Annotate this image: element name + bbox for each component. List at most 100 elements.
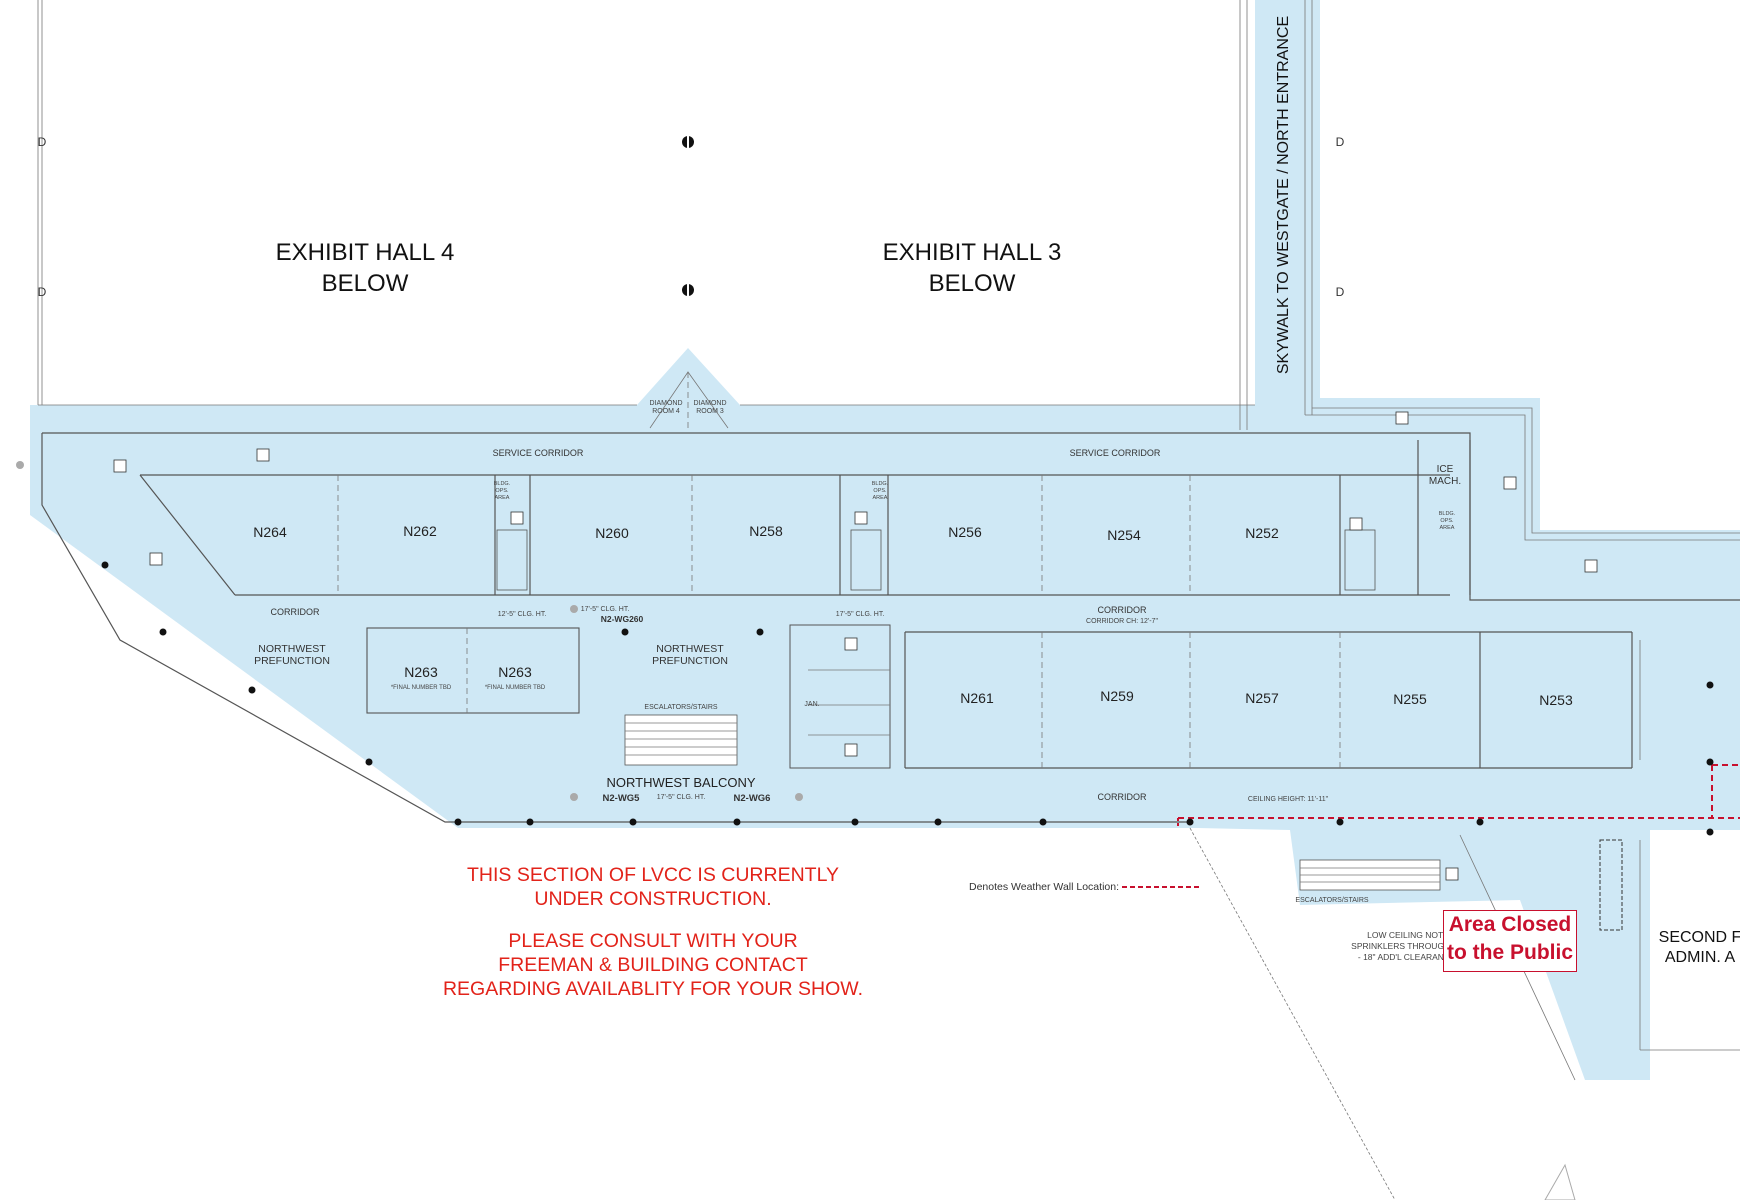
room-n262: N262 xyxy=(403,523,437,539)
svg-text:ICE: ICE xyxy=(1437,464,1454,475)
svg-text:DIAMOND: DIAMOND xyxy=(693,400,726,407)
svg-text:EXHIBIT HALL 4: EXHIBIT HALL 4 xyxy=(276,239,455,266)
ice-machine-label: ICE MACH. xyxy=(1429,464,1461,487)
svg-text:BLDG.: BLDG. xyxy=(872,481,889,487)
weather-wall-line xyxy=(1177,764,1740,828)
weather-wall-legend: Denotes Weather Wall Location: xyxy=(969,881,1200,893)
northwest-prefunction-west: NORTHWEST PREFUNCTION xyxy=(254,643,330,667)
clg-height-label-17-west: 17'-5" CLG. HT. xyxy=(581,606,630,613)
svg-text:D: D xyxy=(38,135,47,149)
exhibit-hall-3-label: EXHIBIT HALL 3 BELOW xyxy=(883,239,1062,297)
svg-text:BLDG.: BLDG. xyxy=(494,481,511,487)
room-n261: N261 xyxy=(960,690,994,706)
diamond-room-3-label: DIAMOND ROOM 3 xyxy=(693,400,726,415)
wg260-label: N2-WG260 xyxy=(601,614,644,624)
corridor-label-middle: CORRIDOR xyxy=(1098,605,1147,615)
room-n255: N255 xyxy=(1393,691,1427,707)
svg-text:- 18" ADD'L CLEARANC: - 18" ADD'L CLEARANC xyxy=(1358,952,1450,962)
restroom-icons xyxy=(113,411,1598,881)
svg-text:THIS SECTION OF LVCC IS CURREN: THIS SECTION OF LVCC IS CURRENTLY xyxy=(467,864,839,886)
janitor-label: JAN. xyxy=(804,701,819,708)
balcony-clg-height: 17'-5" CLG. HT. xyxy=(657,794,706,801)
room-n259: N259 xyxy=(1100,688,1134,704)
room-n253: N253 xyxy=(1539,692,1573,708)
svg-text:AREA: AREA xyxy=(1440,525,1455,531)
svg-text:UNDER CONSTRUCTION.: UNDER CONSTRUCTION. xyxy=(534,888,771,910)
column-dots xyxy=(101,561,1714,836)
service-corridor-label-west: SERVICE CORRIDOR xyxy=(493,448,584,458)
room-n260: N260 xyxy=(595,525,629,541)
floor-area xyxy=(30,0,1740,1080)
northwest-prefunction-east: NORTHWEST PREFUNCTION xyxy=(652,643,728,667)
skywalk-label: SKYWALK TO WESTGATE / NORTH ENTRANCE xyxy=(1275,16,1292,374)
escalators-label-east: ESCALATORS/STAIRS xyxy=(1295,897,1368,904)
svg-text:LOW CEILING NOTE: LOW CEILING NOTE xyxy=(1367,930,1449,940)
svg-text:BLDG.: BLDG. xyxy=(1439,511,1456,517)
service-corridor-label-east: SERVICE CORRIDOR xyxy=(1070,448,1161,458)
svg-text:N263: N263 xyxy=(498,664,532,680)
room-n252: N252 xyxy=(1245,525,1279,541)
room-n257: N257 xyxy=(1245,690,1279,706)
svg-text:MACH.: MACH. xyxy=(1429,476,1461,487)
svg-text:SECOND F: SECOND F xyxy=(1659,929,1740,946)
room-n263-east: N263 *FINAL NUMBER TBD xyxy=(485,664,546,691)
wg5-label: N2-WG5 xyxy=(603,793,641,804)
room-n256: N256 xyxy=(948,524,982,540)
svg-text:D: D xyxy=(1336,135,1345,149)
svg-text:AREA: AREA xyxy=(873,495,888,501)
area-closed-line1: Area Closed xyxy=(1448,913,1572,936)
svg-text:ROOM 3: ROOM 3 xyxy=(696,408,724,415)
svg-text:N263: N263 xyxy=(404,664,438,680)
svg-text:REGARDING AVAILABLITY FOR YOUR: REGARDING AVAILABLITY FOR YOUR SHOW. xyxy=(443,978,863,1000)
bldg-ops-label-1: BLDG. OPS. AREA xyxy=(494,481,511,501)
exhibit-hall-4-label: EXHIBIT HALL 4 BELOW xyxy=(276,239,455,297)
escalators-label: ESCALATORS/STAIRS xyxy=(644,704,717,711)
svg-text:DIAMOND: DIAMOND xyxy=(649,400,682,407)
construction-notice: THIS SECTION OF LVCC IS CURRENTLY UNDER … xyxy=(443,864,863,1000)
clg-height-label-east: 17'-5" CLG. HT. xyxy=(836,611,885,618)
svg-text:BELOW: BELOW xyxy=(322,270,409,297)
clg-height-label-west: 12'-5" CLG. HT. xyxy=(498,611,547,618)
svg-text:FREEMAN & BUILDING CONTACT: FREEMAN & BUILDING CONTACT xyxy=(498,954,808,976)
bldg-ops-label-2: BLDG. OPS. AREA xyxy=(872,481,889,501)
diamond-room-4-label: DIAMOND ROOM 4 xyxy=(649,400,682,415)
svg-text:SPRINKLERS THROUGHO: SPRINKLERS THROUGHO xyxy=(1351,941,1457,951)
svg-text:ADMIN. A: ADMIN. A xyxy=(1665,949,1736,966)
svg-text:PREFUNCTION: PREFUNCTION xyxy=(652,655,728,667)
svg-text:ROOM 4: ROOM 4 xyxy=(652,408,680,415)
svg-text:OPS.: OPS. xyxy=(873,488,887,494)
corridor-label-west: CORRIDOR xyxy=(271,607,320,617)
svg-text:PREFUNCTION: PREFUNCTION xyxy=(254,655,330,667)
svg-text:D: D xyxy=(38,285,47,299)
area-closed-sign: Area Closed to the Public xyxy=(1443,910,1577,972)
svg-text:*FINAL NUMBER TBD: *FINAL NUMBER TBD xyxy=(485,685,546,691)
second-floor-admin-label: SECOND F ADMIN. A xyxy=(1659,929,1740,966)
svg-text:NORTHWEST: NORTHWEST xyxy=(258,643,326,655)
bldg-ops-label-3: BLDG. OPS. AREA xyxy=(1439,511,1456,531)
building-walls xyxy=(41,432,1740,1200)
column-markers: D D D D xyxy=(16,134,1345,469)
svg-text:AREA: AREA xyxy=(495,495,510,501)
room-n263-west: N263 *FINAL NUMBER TBD xyxy=(391,664,452,691)
hall-boundaries xyxy=(37,0,1740,541)
room-n264: N264 xyxy=(253,524,287,540)
svg-text:OPS.: OPS. xyxy=(495,488,509,494)
svg-text:OPS.: OPS. xyxy=(1440,518,1454,524)
svg-text:NORTHWEST: NORTHWEST xyxy=(656,643,724,655)
svg-text:BELOW: BELOW xyxy=(929,270,1016,297)
svg-text:EXHIBIT HALL 3: EXHIBIT HALL 3 xyxy=(883,239,1062,266)
svg-text:Denotes Weather Wall Location:: Denotes Weather Wall Location: xyxy=(969,881,1119,893)
room-n258: N258 xyxy=(749,523,783,539)
low-ceiling-note: LOW CEILING NOTE SPRINKLERS THROUGHO - 1… xyxy=(1351,930,1457,962)
area-closed-line2: to the Public xyxy=(1447,941,1573,964)
svg-text:*FINAL NUMBER TBD: *FINAL NUMBER TBD xyxy=(391,685,452,691)
corridor-label-south: CORRIDOR xyxy=(1098,792,1147,802)
room-n254: N254 xyxy=(1107,527,1141,543)
ceiling-height-label: CEILING HEIGHT: 11'-11" xyxy=(1248,796,1329,803)
northwest-balcony-label: NORTHWEST BALCONY xyxy=(606,775,755,790)
svg-text:PLEASE CONSULT WITH YOUR: PLEASE CONSULT WITH YOUR xyxy=(508,930,797,952)
corridor-ceiling-label: CORRIDOR CH: 12'-7" xyxy=(1086,618,1158,625)
wg6-label: N2-WG6 xyxy=(734,793,771,804)
svg-text:D: D xyxy=(1336,285,1345,299)
